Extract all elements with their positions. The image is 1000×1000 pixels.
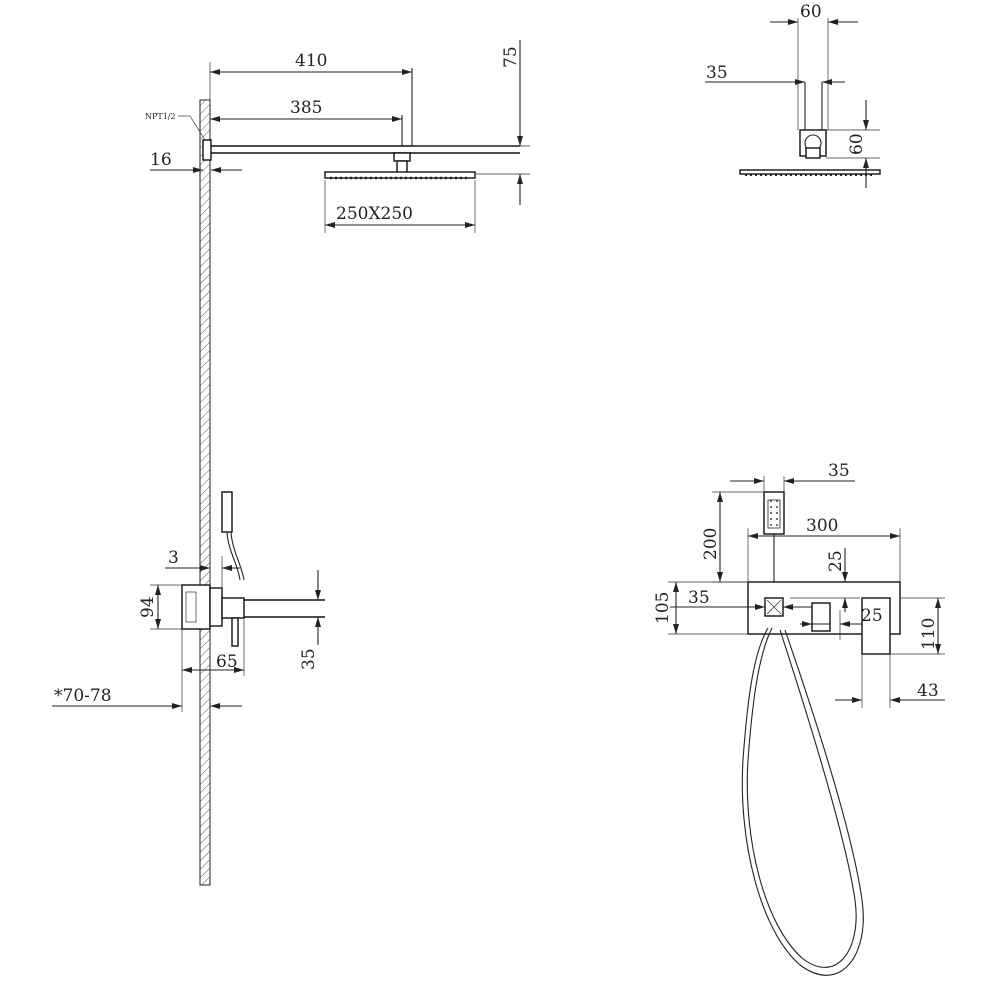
shower-arm-side-view	[202, 68, 520, 180]
dimension-3: 3	[165, 548, 240, 588]
wall-section	[199, 99, 211, 886]
mixer-handle	[861, 597, 891, 655]
thread-callout: NPT1/2	[145, 112, 206, 141]
dimension-60-width: 60	[770, 2, 858, 25]
dim-35-handset-label: 35	[828, 461, 850, 481]
dim-60-height-label: 60	[847, 133, 867, 155]
dim-385-label: 385	[290, 98, 322, 118]
dimension-65: 65	[181, 618, 245, 712]
dim-75-label: 75	[501, 46, 521, 68]
shower-arm-front-view	[739, 18, 881, 176]
dimension-35-outlet: 35	[670, 588, 812, 610]
shower-hose	[741, 627, 864, 976]
dim-35-outlet-label: 35	[688, 588, 710, 608]
dim-250-label: 250X250	[336, 204, 413, 224]
dimension-110: 110	[890, 597, 945, 655]
valve-front-view	[741, 491, 901, 976]
dimension-300: 300	[747, 516, 901, 582]
dimension-35-handset: 35	[730, 461, 855, 492]
dimension-385: 385	[210, 98, 402, 122]
dimension-35-pipe: 35	[705, 63, 845, 85]
dim-110-label: 110	[919, 618, 939, 650]
dim-35-pipe-label: 35	[706, 63, 728, 83]
spout-block	[221, 597, 245, 619]
lever-handle	[231, 617, 239, 647]
dimension-install-depth: *70-78	[52, 686, 242, 709]
dimension-25-knob: 25	[800, 606, 883, 640]
dim-25-top-label: 25	[826, 550, 846, 572]
dim-install-label: *70-78	[54, 686, 112, 706]
shower-head-front	[739, 169, 881, 175]
dimension-25-top: 25	[790, 548, 860, 612]
dimension-16: 16	[150, 150, 242, 173]
valve-side-view	[181, 491, 325, 647]
dim-65-label: 65	[216, 652, 238, 672]
dim-105-label: 105	[653, 592, 673, 624]
dim-3-label: 3	[168, 548, 179, 568]
dimension-410: 410	[209, 51, 412, 100]
dim-300-label: 300	[806, 516, 838, 536]
dimension-200: 200	[701, 491, 764, 583]
dimension-75: 75	[412, 40, 530, 205]
dimension-43: 43	[835, 654, 945, 708]
diverter-knob	[811, 602, 831, 632]
dimension-105: 105	[653, 581, 748, 635]
dim-16-label: 16	[150, 150, 172, 170]
dimension-35-spout: 35	[299, 570, 321, 670]
dimension-250x250: 250X250	[324, 180, 476, 233]
dim-200-label: 200	[701, 528, 721, 560]
head-connector	[396, 160, 408, 174]
dim-43-label: 43	[917, 681, 939, 701]
wall-flange	[202, 139, 212, 161]
dim-25-knob-label: 25	[861, 606, 883, 626]
dim-410-label: 410	[295, 51, 327, 71]
dim-94-label: 94	[138, 596, 158, 618]
dim-60-width-label: 60	[800, 2, 822, 22]
dim-35-spout-label: 35	[299, 648, 319, 670]
thread-label: NPT1/2	[145, 112, 176, 121]
dimension-60-height: 60	[826, 100, 880, 188]
hand-shower-side	[221, 491, 233, 533]
dimension-94: 94	[138, 584, 182, 630]
